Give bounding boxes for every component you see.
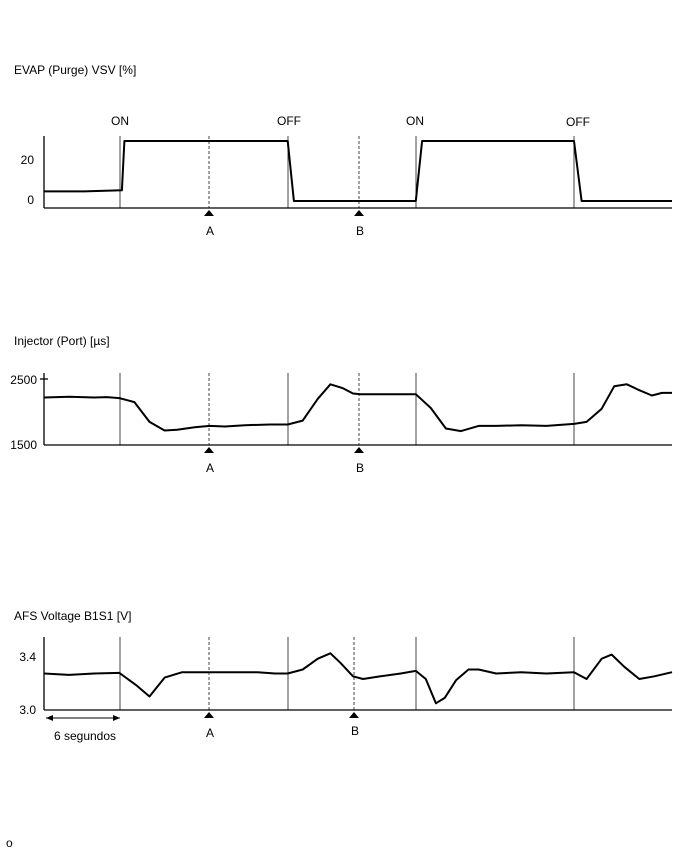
evap-marker-b-label: B bbox=[356, 224, 364, 238]
afs-marker-a-label: A bbox=[206, 726, 214, 740]
injector-ytick-1500: 1500 bbox=[10, 438, 37, 452]
afs-marker-a-triangle bbox=[204, 712, 214, 718]
afs-ytick-3.4: 3.4 bbox=[19, 650, 36, 664]
injector-marker-b-triangle bbox=[354, 447, 364, 453]
evap-event-on-2: ON bbox=[406, 114, 424, 128]
afs-title: AFS Voltage B1S1 [V] bbox=[14, 609, 131, 623]
evap-title: EVAP (Purge) VSV [%] bbox=[14, 63, 136, 77]
evap-marker-a-label: A bbox=[206, 224, 214, 238]
injector-series-line bbox=[43, 383, 672, 433]
afs-panel: AFS Voltage B1S1 [V] 3.4 3.0 A B 6 segun… bbox=[14, 609, 673, 743]
afs-marker-b-triangle bbox=[349, 712, 359, 718]
evap-panel: EVAP (Purge) VSV [%] 20 0 ON OFF ON OFF … bbox=[14, 63, 672, 238]
time-scale-arrow-right-head bbox=[113, 715, 120, 721]
time-scale-arrow-left-head bbox=[46, 715, 53, 721]
injector-marker-b-label: B bbox=[356, 461, 364, 475]
injector-ytick-2500: 2500 bbox=[10, 373, 37, 387]
evap-event-off-1: OFF bbox=[277, 114, 301, 128]
injector-panel: Injector (Port) [µs] 2500 1500 A B bbox=[10, 334, 672, 475]
evap-marker-b-triangle bbox=[354, 210, 364, 216]
evap-marker-a-triangle bbox=[204, 210, 214, 216]
evap-ytick-20: 20 bbox=[21, 153, 35, 167]
injector-marker-a-label: A bbox=[206, 461, 214, 475]
time-scale-label: 6 segundos bbox=[54, 729, 116, 743]
evap-event-off-2: OFF bbox=[566, 115, 590, 129]
afs-marker-b-label: B bbox=[351, 724, 359, 738]
afs-ytick-3.0: 3.0 bbox=[19, 703, 36, 717]
injector-marker-a-triangle bbox=[204, 447, 214, 453]
afs-series-line bbox=[43, 652, 673, 705]
injector-title: Injector (Port) [µs] bbox=[14, 334, 110, 348]
figure-code: o bbox=[6, 836, 13, 850]
evap-series-line bbox=[44, 140, 672, 202]
evap-event-on-1: ON bbox=[111, 114, 129, 128]
evap-ytick-0: 0 bbox=[27, 193, 34, 207]
